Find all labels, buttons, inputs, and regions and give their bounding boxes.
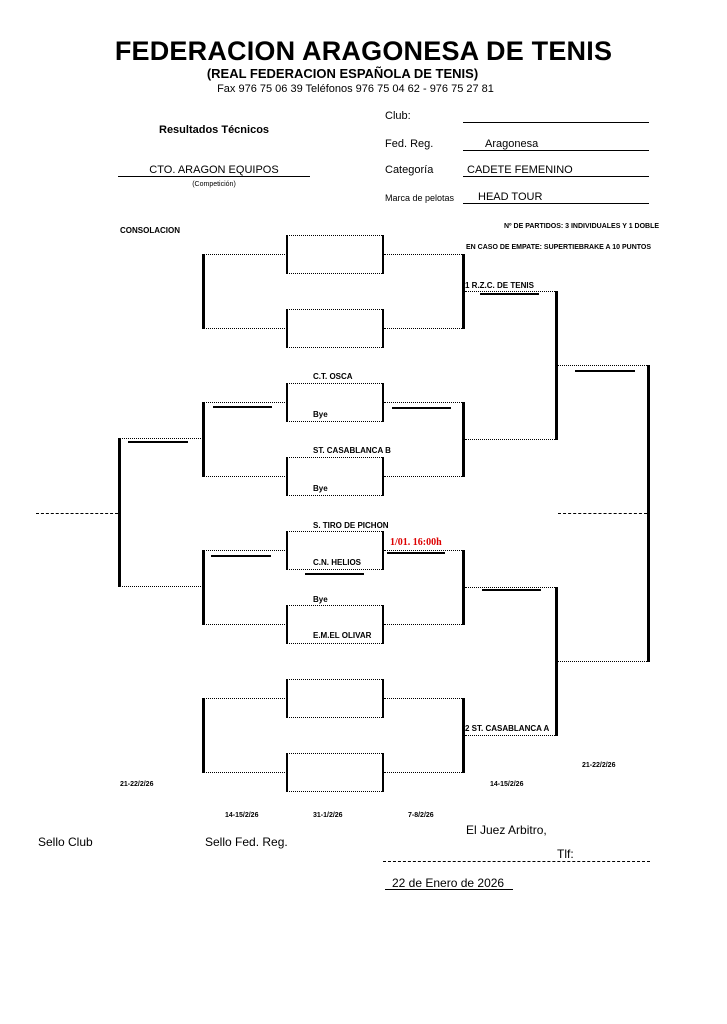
matches-note: Nº DE PARTIDOS: 3 INDIVIDUALES Y 1 DOBLE — [504, 223, 660, 230]
entry-em-el-olivar: E.M.EL OLIVAR — [313, 631, 372, 640]
entry-ct-osca: C.T. OSCA — [313, 372, 353, 381]
referee-label: El Juez Arbitro, — [466, 823, 547, 837]
entry-s-tiro-de-pichon: S. TIRO DE PICHON — [313, 521, 389, 530]
entry-bye-2: Bye — [313, 484, 328, 493]
cn-helios-winner-line — [305, 573, 364, 575]
category-label: Categoría — [385, 164, 434, 176]
fed-reg-underline — [463, 150, 649, 151]
entry-bye-1: Bye — [313, 410, 328, 419]
balls-underline — [463, 203, 649, 204]
competition-caption: (Competición) — [192, 181, 236, 188]
document-date: 22 de Enero de 2026 — [392, 876, 505, 890]
page-subtitle: (REAL FEDERACION ESPAÑOLA DE TENIS) — [206, 66, 479, 81]
entry-bye-3: Bye — [313, 595, 328, 604]
entry-st-casablanca-b: ST. CASABLANCA B — [313, 446, 391, 455]
fed-reg-value[interactable]: Aragonesa — [485, 138, 539, 150]
club-label: Club: — [385, 110, 411, 122]
tiebreak-note: EN CASO DE EMPATE: SUPERTIEBRAKE A 10 PU… — [466, 244, 652, 251]
date-right-end: 21-22/2/26 — [582, 762, 616, 769]
club-underline — [463, 122, 649, 123]
contact-line: Fax 976 75 06 39 Teléfonos 976 75 04 62 … — [217, 83, 494, 95]
seed-1: 1 R.Z.C. DE TENIS — [465, 281, 534, 290]
balls-label: Marca de pelotas — [385, 193, 455, 203]
results-label: Resultados Técnicos — [159, 124, 270, 136]
seed-2: 2 ST. CASABLANCA A — [465, 724, 550, 733]
competition-underline — [118, 176, 310, 177]
stamp-club-label: Sello Club — [38, 835, 93, 849]
balls-value[interactable]: HEAD TOUR — [478, 191, 543, 203]
consolation-label: CONSOLACION — [120, 226, 180, 235]
competition-value: CTO. ARAGON EQUIPOS — [149, 164, 279, 176]
category-underline — [463, 176, 649, 177]
date-round-2: 31-1/2/26 — [313, 812, 343, 819]
fed-reg-label: Fed. Reg. — [385, 138, 434, 150]
date-underline — [385, 889, 513, 890]
signature-line — [383, 861, 650, 862]
phone-label: Tlf: — [557, 847, 574, 861]
date-right-mid: 14-15/2/26 — [490, 781, 524, 788]
category-value[interactable]: CADETE FEMENINO — [467, 164, 573, 176]
stamp-fed-label: Sello Fed. Reg. — [205, 835, 288, 849]
date-round-1: 14-15/2/26 — [225, 812, 259, 819]
schedule-note: 1/01. 16:00h — [390, 537, 442, 548]
entry-cn-helios: C.N. HELIOS — [313, 558, 362, 567]
date-round-3: 7-8/2/26 — [408, 812, 434, 819]
date-left-bottom: 21-22/2/26 — [120, 781, 154, 788]
page-title: FEDERACION ARAGONESA DE TENIS — [114, 36, 613, 66]
